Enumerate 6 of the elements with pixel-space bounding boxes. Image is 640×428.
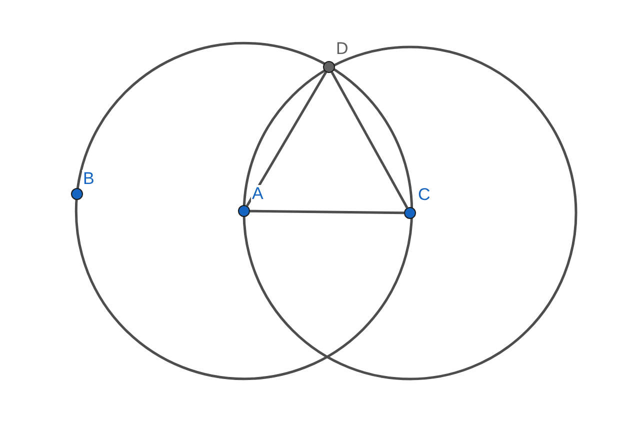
point-label: B [82, 170, 96, 187]
line-segment [246, 72, 328, 206]
line-segment [330, 72, 408, 208]
point-label: D [335, 40, 350, 57]
point-label: C [417, 186, 432, 203]
point-label: A [251, 185, 264, 202]
